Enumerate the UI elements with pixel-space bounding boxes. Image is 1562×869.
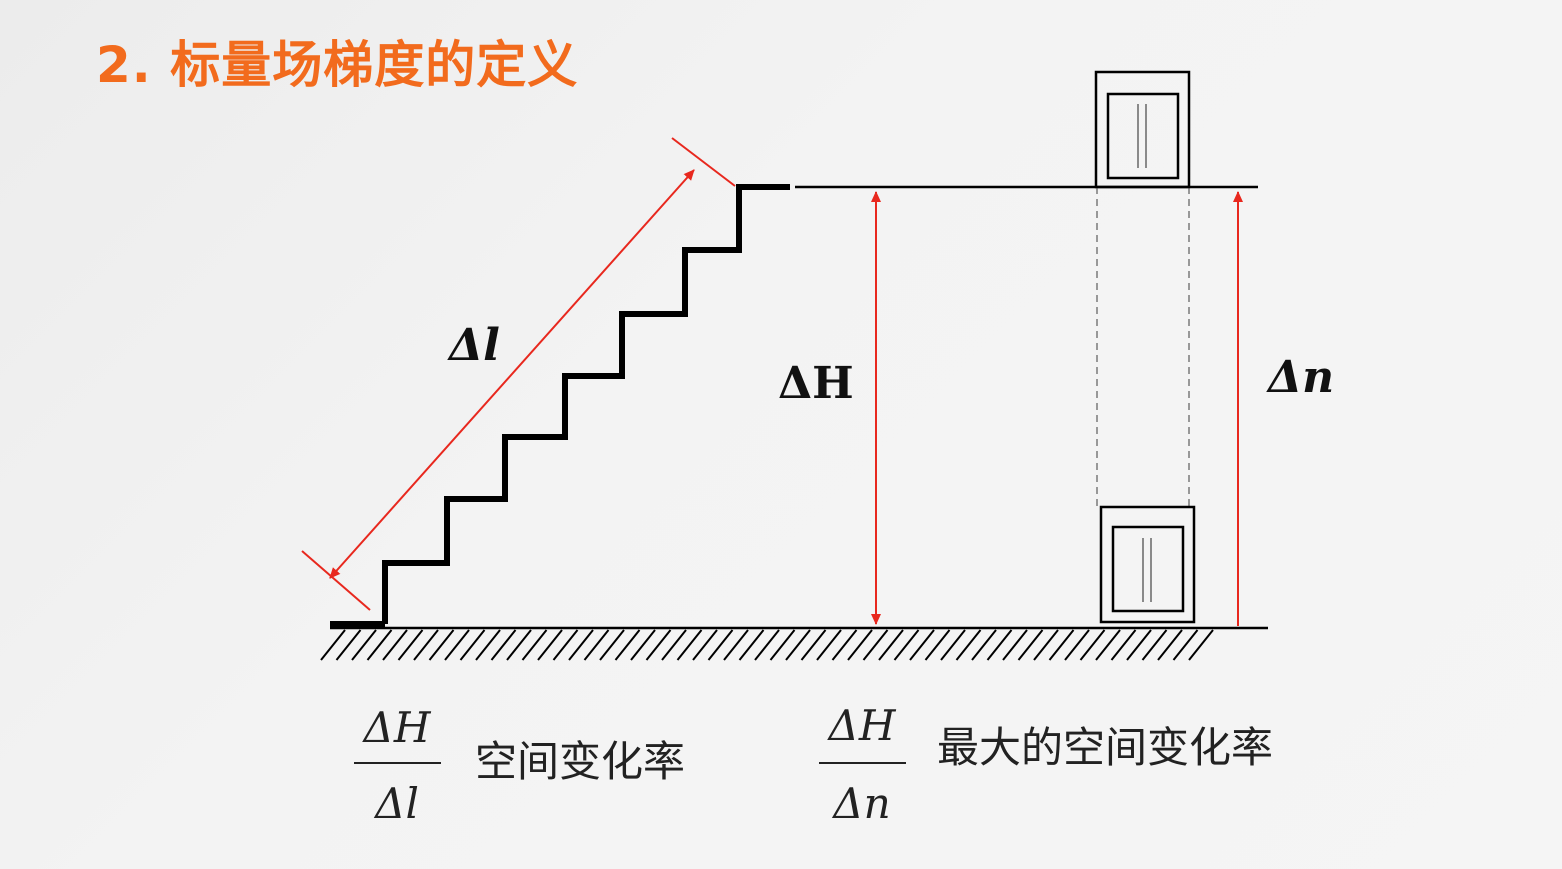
hatch-mark — [816, 629, 842, 661]
hatch-mark — [645, 629, 672, 661]
hatch-mark — [583, 629, 610, 661]
hatch-mark — [444, 629, 470, 661]
hatch-mark — [769, 629, 796, 661]
hatch-mark — [955, 629, 982, 661]
hatch-mark — [552, 629, 579, 661]
hatch-mark — [1017, 629, 1044, 661]
hatch-mark — [924, 629, 951, 661]
formula-left: ΔH Δl 空间变化率 — [354, 703, 685, 828]
hatch-mark — [1172, 629, 1199, 661]
hatch-mark — [351, 629, 377, 661]
hatch-mark — [428, 629, 455, 661]
hatch-mark — [1126, 629, 1152, 661]
hatch-mark — [397, 629, 424, 661]
hatch-mark — [506, 629, 532, 661]
hatch-mark — [707, 629, 734, 661]
hatch-mark — [1033, 629, 1059, 661]
formula-right: ΔH Δn 最大的空间变化率 — [819, 701, 1273, 828]
delta-l-tick-bottom — [301, 550, 371, 611]
hatch-mark — [893, 629, 920, 661]
hatch-mark — [754, 629, 780, 661]
hatch-mark — [847, 629, 873, 661]
formula-right-numerator: ΔH — [827, 701, 897, 750]
hatch-mark — [335, 629, 362, 661]
hatch-mark — [366, 629, 393, 661]
elevator-top — [1094, 70, 1191, 189]
formula-left-denominator: Δl — [373, 779, 419, 828]
hatch-mark — [692, 629, 718, 661]
hatch-mark — [986, 629, 1013, 661]
hatch-mark — [862, 629, 889, 661]
hatch-mark — [413, 629, 439, 661]
formula-right-denominator: Δn — [831, 779, 890, 828]
formula-right-caption: 最大的空间变化率 — [937, 723, 1273, 772]
hatch-mark — [1064, 629, 1090, 661]
delta-l-tick-top — [671, 137, 736, 187]
hatch-mark — [459, 629, 486, 661]
hatch-mark — [1110, 629, 1137, 661]
hatch-mark — [909, 629, 935, 661]
formula-left-numerator: ΔH — [362, 703, 432, 752]
ground-hatching — [320, 629, 1214, 661]
hatch-mark — [940, 629, 966, 661]
delta-l-arrow — [329, 169, 695, 579]
hatch-mark — [630, 629, 656, 661]
hatch-mark — [521, 629, 548, 661]
hatch-mark — [614, 629, 641, 661]
hatch-mark — [878, 629, 904, 661]
hatch-mark — [1002, 629, 1028, 661]
hatch-mark — [382, 629, 408, 661]
hatch-mark — [568, 629, 594, 661]
elevator-bottom — [1099, 505, 1196, 624]
hatch-mark — [599, 629, 625, 661]
hatch-mark — [1157, 629, 1183, 661]
hatch-mark — [971, 629, 997, 661]
hatch-mark — [800, 629, 827, 661]
delta-n-label: Δn — [1266, 352, 1334, 403]
hatch-mark — [738, 629, 765, 661]
hatch-mark — [1141, 629, 1168, 661]
hatch-mark — [661, 629, 687, 661]
hatch-mark — [475, 629, 501, 661]
hatch-mark — [1095, 629, 1121, 661]
hatch-mark — [785, 629, 811, 661]
hatch-mark — [723, 629, 749, 661]
hatch-mark — [1079, 629, 1106, 661]
hatch-mark — [1048, 629, 1075, 661]
hatch-mark — [320, 629, 346, 661]
hatch-mark — [676, 629, 703, 661]
hatch-mark — [490, 629, 517, 661]
delta-l-label: Δl — [447, 320, 500, 371]
formula-left-caption: 空间变化率 — [475, 737, 685, 786]
hatch-mark — [831, 629, 858, 661]
hatch-mark — [1188, 629, 1214, 661]
hatch-mark — [537, 629, 563, 661]
delta-h-label: ΔH — [778, 358, 854, 409]
slide-title: 2. 标量场梯度的定义 — [96, 36, 579, 94]
staircase — [382, 184, 790, 624]
